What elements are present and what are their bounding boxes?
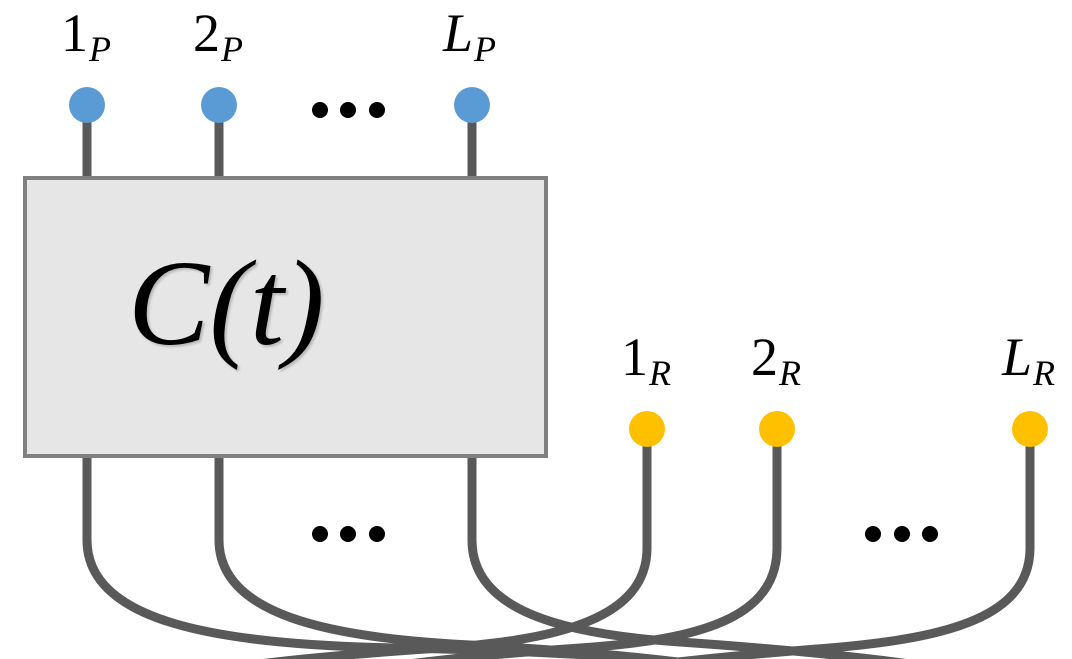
box-output-wire-2 [214, 455, 691, 659]
register-node-2[interactable] [759, 411, 795, 447]
register-label-1-base: 1 [621, 327, 648, 387]
register-label-2-base: 2 [751, 327, 778, 387]
box-label-text: C(t) [128, 236, 325, 371]
probe-label-L: LP [443, 3, 496, 67]
register-wire-2 [412, 429, 782, 659]
register-label-1-sub: R [649, 353, 671, 394]
register-wire-group [263, 429, 1035, 659]
register-wire-1 [263, 429, 652, 659]
bottom-left-ellipsis-icon [312, 526, 385, 542]
probe-label-1: 1P [61, 3, 111, 67]
box-output-wire-L [467, 455, 907, 659]
box-output-wire-1 [82, 455, 690, 659]
register-wire-L [665, 429, 1035, 659]
probe-label-2-base: 2 [193, 3, 220, 63]
probe-label-1-base: 1 [61, 3, 88, 63]
register-ellipsis-icon [865, 526, 938, 542]
probe-label-1-sub: P [89, 29, 111, 70]
register-label-2-sub: R [779, 353, 801, 394]
probe-label-L-base: L [443, 3, 474, 63]
register-label-L: LR [1002, 327, 1055, 391]
probe-node-group [69, 87, 490, 123]
probe-label-L-sub: P [474, 29, 497, 70]
register-node-L[interactable] [1012, 411, 1048, 447]
circuit-box [23, 176, 548, 458]
probe-node-2[interactable] [201, 87, 237, 123]
register-node-1[interactable] [629, 411, 665, 447]
probe-label-2: 2P [193, 3, 243, 67]
probe-stem-group [82, 105, 477, 180]
probe-node-L[interactable] [454, 87, 490, 123]
probe-label-2-sub: P [221, 29, 243, 70]
probe-node-1[interactable] [69, 87, 105, 123]
register-label-L-sub: R [1033, 353, 1056, 394]
probe-ellipsis-icon [312, 102, 385, 118]
register-label-L-base: L [1002, 327, 1033, 387]
register-node-group [629, 411, 1048, 447]
register-label-1: 1R [621, 327, 671, 391]
register-label-2: 2R [751, 327, 801, 391]
box-label-ct: C(t) [128, 243, 325, 365]
